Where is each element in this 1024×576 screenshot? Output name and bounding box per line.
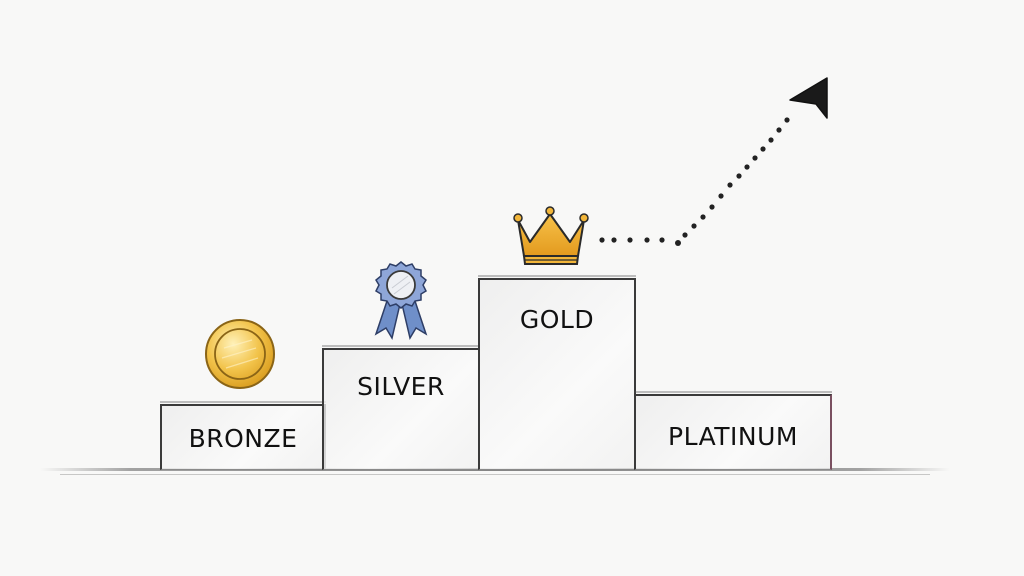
- step-silver: SILVER: [322, 345, 480, 470]
- step-bronze: BRONZE: [160, 401, 326, 470]
- ribbon-medal-icon: [374, 261, 428, 340]
- step-label-silver: SILVER: [357, 372, 445, 401]
- step-platinum: PLATINUM: [634, 391, 832, 470]
- crown-icon: [513, 206, 589, 265]
- step-label-bronze: BRONZE: [188, 424, 298, 453]
- step-label-gold: GOLD: [519, 305, 595, 334]
- step-label-platinum: PLATINUM: [668, 422, 798, 451]
- dotted-arrow-up-right-icon: [599, 77, 828, 246]
- step-gold: GOLD: [478, 275, 636, 470]
- coin-icon: [205, 319, 275, 389]
- ground-line-sketch: [60, 474, 930, 475]
